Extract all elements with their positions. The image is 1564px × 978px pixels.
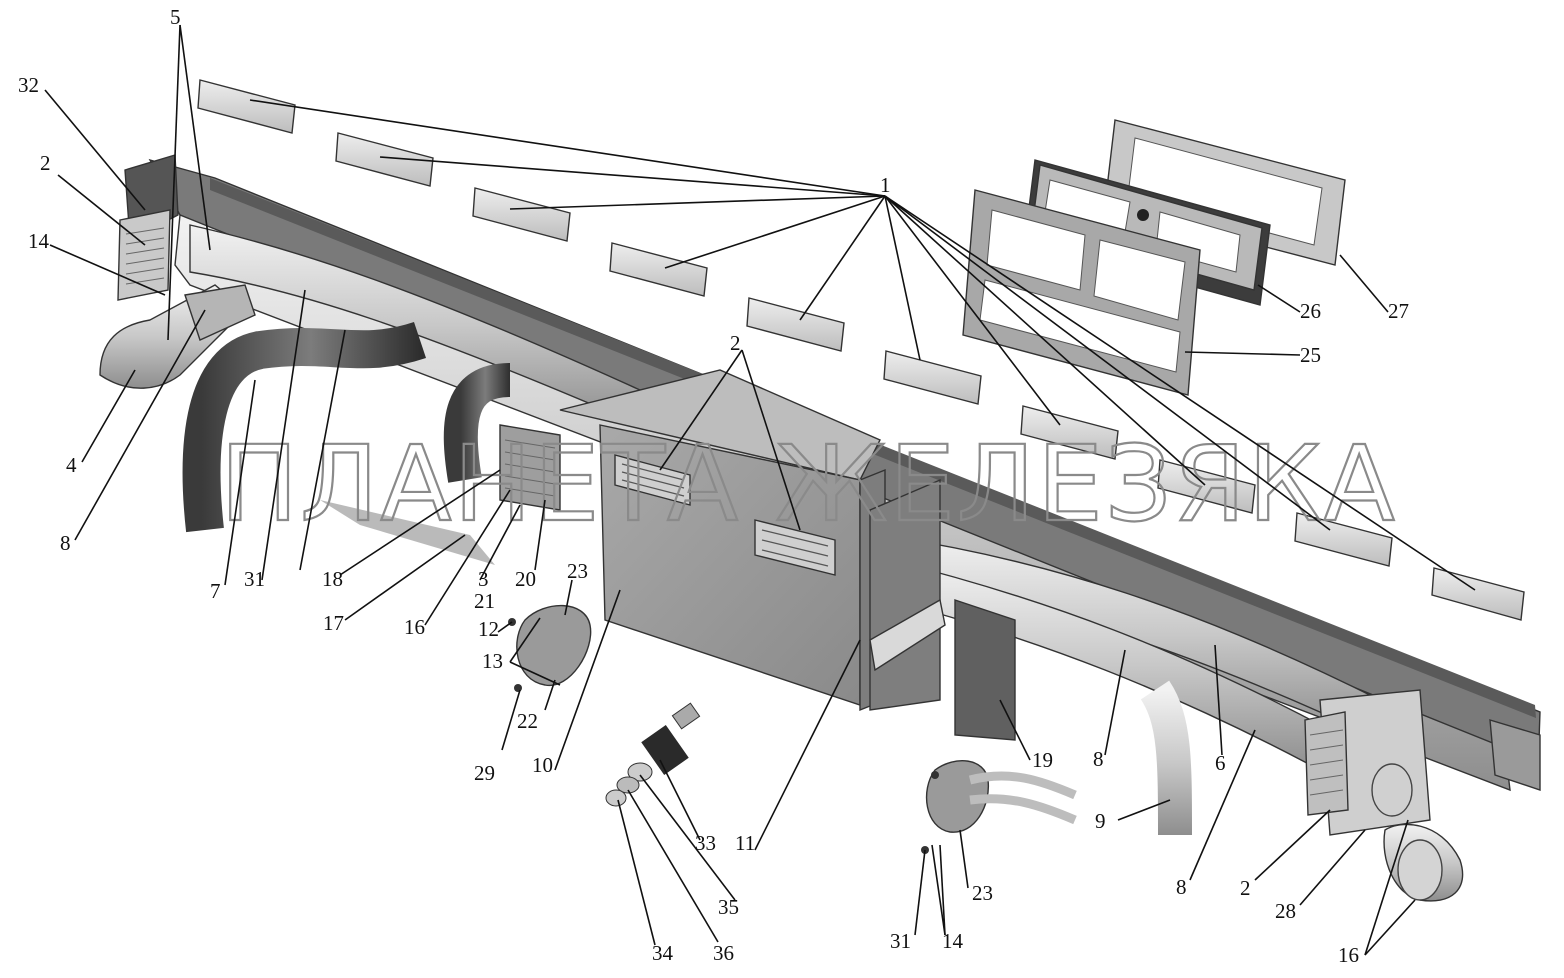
right-grille bbox=[1304, 711, 1349, 816]
left-grille-slots bbox=[125, 227, 165, 285]
callout-10: 9 bbox=[1095, 809, 1106, 833]
callout-19: 18 bbox=[322, 567, 343, 591]
callout-35: 34 bbox=[652, 941, 674, 965]
left-nozzle-duct bbox=[184, 284, 256, 341]
callout-14-left: 13 bbox=[482, 649, 503, 673]
curved-hose-middle bbox=[443, 363, 511, 483]
callout-26: 25 bbox=[1300, 343, 1321, 367]
callout-17: 16 bbox=[1338, 943, 1359, 967]
shadow-plate bbox=[320, 500, 495, 565]
left-flange bbox=[516, 604, 592, 686]
curved-hose-right bbox=[1140, 680, 1192, 836]
callout-8-right-upper: 8 bbox=[1093, 747, 1104, 771]
callout-4: 4 bbox=[66, 453, 77, 477]
callout-16-mid: 16 bbox=[404, 615, 425, 639]
callout-32: 31 bbox=[244, 567, 265, 591]
callout-27: 26 bbox=[1300, 299, 1321, 323]
callout-31-left: 29 bbox=[474, 761, 495, 785]
callout-16-left: 14 bbox=[28, 229, 50, 253]
round-vent-upper bbox=[1371, 763, 1413, 817]
callout-28: 27 bbox=[1388, 299, 1409, 323]
box-connector-right bbox=[754, 519, 836, 576]
strip-parts bbox=[197, 79, 1525, 621]
callout-2-middle: 2 bbox=[730, 331, 741, 355]
callout-9: 8 bbox=[60, 531, 71, 555]
callout-6: 6 bbox=[1215, 751, 1226, 775]
callout-22: 21 bbox=[474, 589, 495, 613]
callout-18: 17 bbox=[323, 611, 344, 635]
callout-2-left: 2 bbox=[40, 151, 51, 175]
callout-13: 12 bbox=[478, 617, 499, 641]
curved-hose-left bbox=[182, 321, 427, 533]
right-grille-slots bbox=[1309, 729, 1344, 796]
heater-fins bbox=[504, 439, 556, 497]
box-connector-left bbox=[614, 454, 691, 506]
callout-11: 10 bbox=[532, 753, 553, 777]
callout-37: 36 bbox=[713, 941, 734, 965]
watermark-text: ПЛАНЕТА ЖЕЛЕЗЯКА bbox=[220, 423, 1397, 545]
inner-rail bbox=[869, 598, 946, 672]
callout-1: 1 bbox=[880, 173, 891, 197]
callout-36: 35 bbox=[718, 895, 739, 919]
callout-labels: 1 2 2 2 3 4 5 6 7 8 8 8 9 10 11 12 13 14… bbox=[18, 5, 1409, 967]
callout-23-left: 22 bbox=[517, 709, 538, 733]
callout-3: 3 bbox=[478, 567, 489, 591]
callout-5: 5 bbox=[170, 5, 181, 29]
gasket-28 bbox=[1104, 119, 1346, 266]
callout-8-right-lower: 8 bbox=[1176, 875, 1187, 899]
callout-14-right: 14 bbox=[942, 929, 964, 953]
round-vent-lower bbox=[1397, 839, 1443, 901]
left-grille bbox=[117, 209, 171, 301]
callout-29: 28 bbox=[1275, 899, 1296, 923]
callout-31-right: 31 bbox=[890, 929, 911, 953]
callout-21: 20 bbox=[515, 567, 536, 591]
callout-34: 33 bbox=[695, 831, 716, 855]
callout-12: 11 bbox=[735, 831, 755, 855]
right-flange-pipes bbox=[968, 771, 1077, 825]
callout-25: 23 bbox=[567, 559, 588, 583]
leader-lines bbox=[44, 24, 1476, 956]
callout-8-left: 7 bbox=[210, 579, 221, 603]
bracket bbox=[954, 599, 1016, 741]
callout-33: 32 bbox=[18, 73, 39, 97]
right-end-cap bbox=[1489, 719, 1541, 791]
callout-20: 19 bbox=[1032, 748, 1053, 772]
callout-23-right: 23 bbox=[972, 881, 993, 905]
fitting-stack bbox=[605, 702, 701, 807]
callout-2-right: 2 bbox=[1240, 876, 1251, 900]
